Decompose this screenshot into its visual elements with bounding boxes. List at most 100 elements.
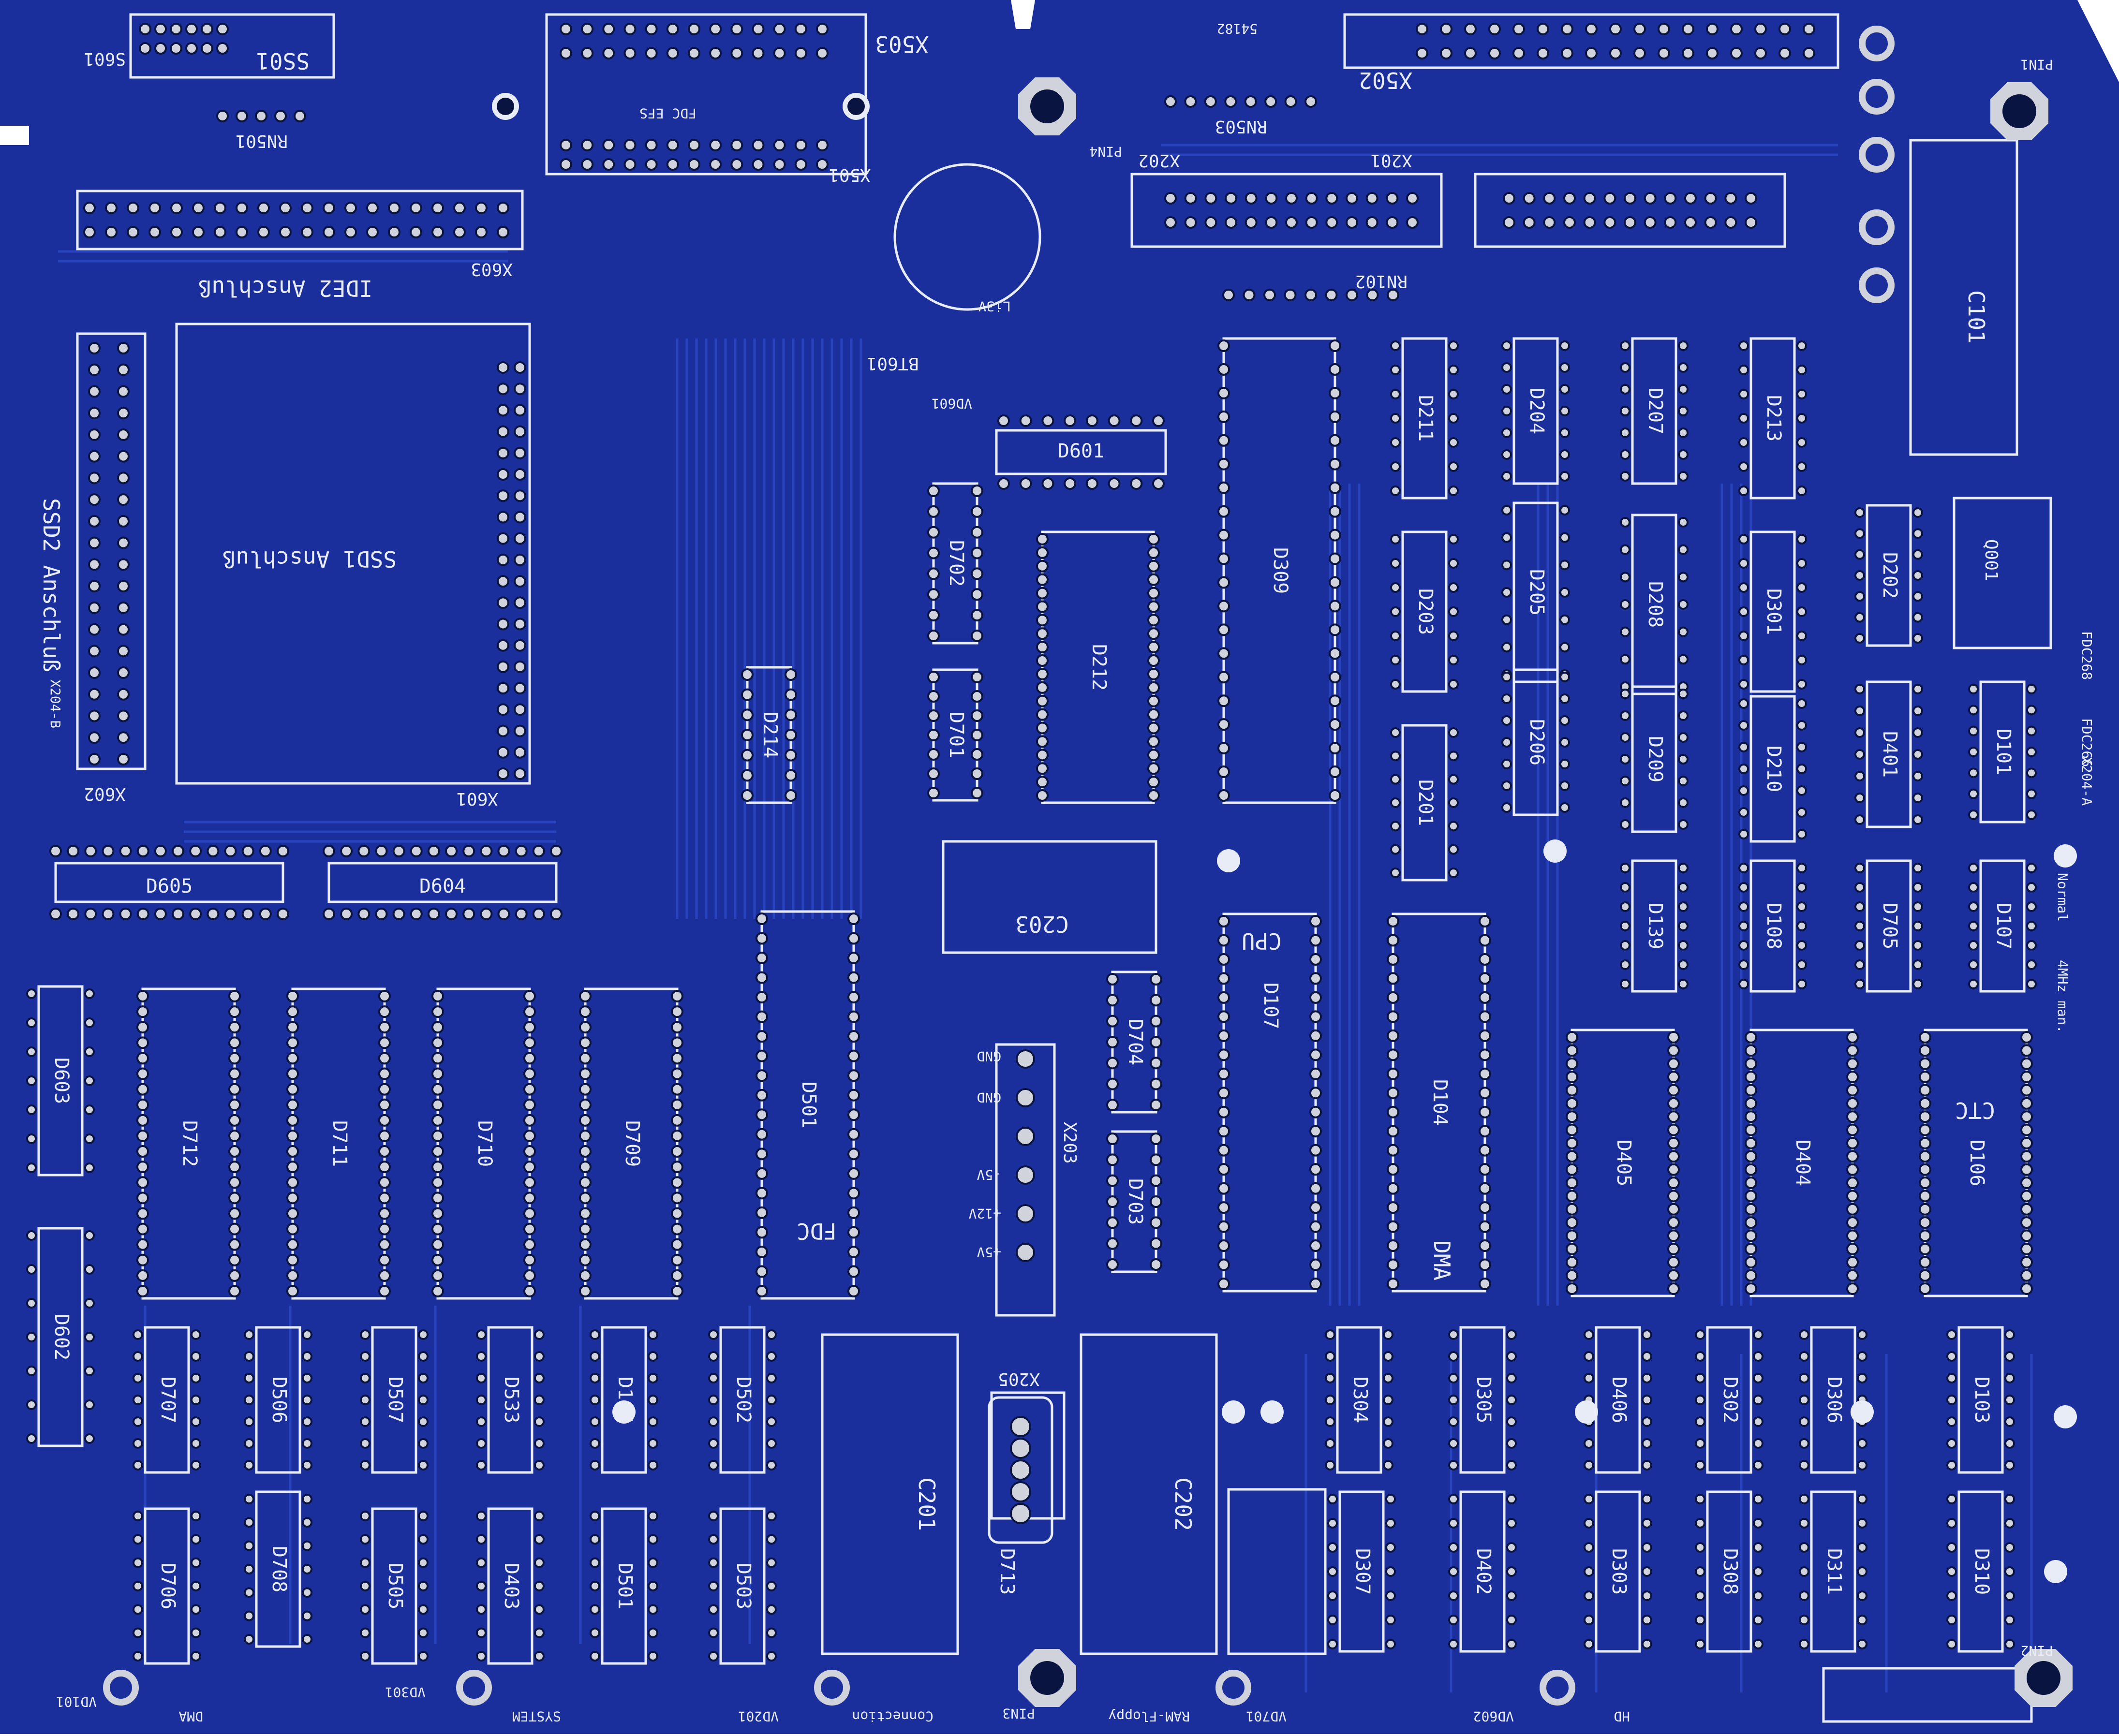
pad bbox=[1329, 600, 1341, 613]
chip-label-d302: D302 bbox=[1719, 1377, 1741, 1423]
pad bbox=[133, 1557, 143, 1568]
pad bbox=[228, 1161, 241, 1174]
pad bbox=[26, 1046, 37, 1057]
pad bbox=[1387, 1067, 1399, 1080]
pad bbox=[1383, 1460, 1393, 1471]
pad bbox=[84, 1017, 95, 1028]
pad bbox=[1620, 940, 1630, 951]
pad bbox=[286, 1222, 299, 1236]
pad bbox=[1448, 534, 1459, 544]
pad bbox=[136, 990, 149, 1002]
pad bbox=[1968, 788, 1979, 799]
pad bbox=[1309, 1048, 1322, 1061]
pad bbox=[1620, 654, 1630, 665]
label-x205: X205 bbox=[998, 1369, 1040, 1389]
pad bbox=[1667, 1282, 1680, 1295]
pad bbox=[1329, 339, 1341, 352]
pad bbox=[579, 1145, 592, 1158]
pad bbox=[497, 226, 509, 238]
pad bbox=[2026, 725, 2037, 736]
pad bbox=[410, 226, 422, 238]
pad bbox=[579, 1161, 592, 1174]
pad bbox=[1846, 1097, 1859, 1110]
pad bbox=[1667, 1190, 1680, 1203]
pad bbox=[1147, 614, 1160, 627]
chip-label-d601: D601 bbox=[1058, 440, 1104, 462]
pad bbox=[497, 383, 509, 396]
pad bbox=[286, 1269, 299, 1282]
pad bbox=[1305, 192, 1318, 205]
pad bbox=[1642, 1542, 1652, 1553]
pad bbox=[708, 1581, 719, 1591]
pad bbox=[766, 1395, 777, 1405]
pad bbox=[1217, 915, 1230, 927]
pad bbox=[1854, 528, 1865, 539]
pad bbox=[1543, 192, 1556, 205]
pad bbox=[648, 1627, 658, 1638]
pad bbox=[1695, 1639, 1705, 1649]
pad bbox=[1730, 47, 1743, 59]
pad bbox=[257, 202, 270, 214]
chip-label-d103: D103 bbox=[1971, 1377, 1993, 1423]
label-x603: X603 bbox=[471, 259, 513, 279]
pad bbox=[1946, 1518, 1957, 1529]
pad bbox=[1667, 1177, 1680, 1190]
pad bbox=[648, 1438, 658, 1449]
pad bbox=[927, 630, 940, 642]
pad bbox=[1854, 612, 1865, 623]
pad bbox=[323, 908, 335, 920]
pad bbox=[927, 526, 940, 539]
pad bbox=[274, 110, 287, 122]
label-x204b: X204-B bbox=[47, 679, 63, 728]
pad bbox=[1147, 681, 1160, 694]
pad bbox=[752, 23, 765, 35]
chip-label-d301: D301 bbox=[1763, 588, 1785, 635]
pad bbox=[1738, 742, 1749, 752]
pad bbox=[766, 1651, 777, 1662]
chip-label-d533: D533 bbox=[500, 1377, 522, 1423]
pad bbox=[360, 1395, 370, 1405]
pad bbox=[1217, 363, 1230, 376]
pad bbox=[1738, 461, 1749, 472]
pad bbox=[1796, 921, 1807, 931]
pad bbox=[360, 1511, 370, 1521]
pad bbox=[133, 1534, 143, 1545]
pad bbox=[1506, 1329, 1517, 1340]
pad bbox=[1566, 1203, 1578, 1216]
chip-label-d165: D165 bbox=[614, 1377, 636, 1423]
pad bbox=[139, 42, 151, 55]
pad bbox=[1390, 461, 1401, 472]
pad bbox=[1506, 1438, 1517, 1449]
pad bbox=[136, 1192, 149, 1205]
pad bbox=[102, 845, 115, 857]
pad bbox=[139, 23, 151, 35]
pad bbox=[1799, 1373, 1809, 1383]
pad bbox=[847, 912, 860, 925]
pad bbox=[785, 668, 797, 681]
pad bbox=[1678, 732, 1689, 743]
pad bbox=[1147, 694, 1160, 707]
pad bbox=[794, 139, 807, 151]
pad bbox=[244, 1540, 254, 1551]
label-fdc: FDC bbox=[797, 1218, 837, 1244]
pad bbox=[1387, 289, 1399, 301]
pad bbox=[1010, 1503, 1031, 1524]
pad bbox=[388, 202, 400, 214]
label-x501: X501 bbox=[829, 165, 871, 185]
pad bbox=[244, 1494, 254, 1504]
pad bbox=[1325, 1351, 1335, 1362]
pad bbox=[1225, 192, 1237, 205]
pad bbox=[1488, 23, 1501, 35]
pad bbox=[431, 1161, 444, 1174]
pad bbox=[360, 1438, 370, 1449]
pad bbox=[88, 688, 101, 701]
pad bbox=[1912, 959, 1923, 970]
pad bbox=[1857, 1615, 1867, 1625]
pad bbox=[418, 1329, 429, 1340]
pad bbox=[1147, 600, 1160, 613]
pad bbox=[191, 1534, 201, 1545]
pad bbox=[1664, 192, 1677, 205]
pad bbox=[523, 1285, 536, 1297]
pad bbox=[741, 708, 754, 721]
pad bbox=[476, 1438, 487, 1449]
